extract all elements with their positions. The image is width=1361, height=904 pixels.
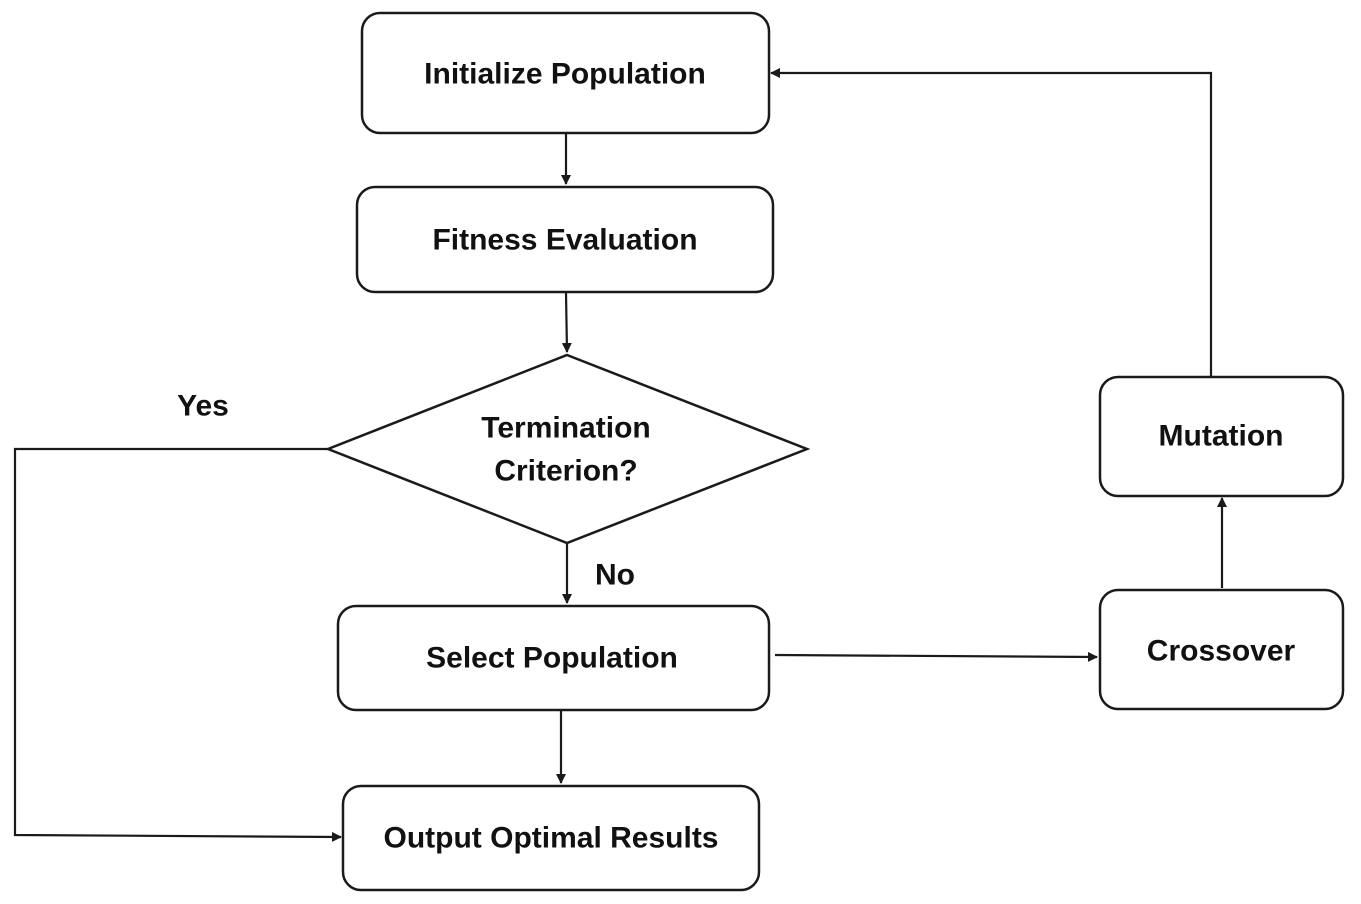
node-crossover-label: Crossover xyxy=(1147,635,1296,668)
node-fitness-evaluation-label: Fitness Evaluation xyxy=(432,224,697,257)
node-output-optimal-results-label: Output Optimal Results xyxy=(383,822,718,855)
node-termination-label-line2: Criterion? xyxy=(494,455,637,488)
node-output-optimal-results: Output Optimal Results xyxy=(341,784,761,892)
node-termination-label-line1: Termination xyxy=(481,412,650,445)
node-crossover: Crossover xyxy=(1098,588,1345,711)
node-mutation: Mutation xyxy=(1098,375,1345,498)
node-initialize-population-label: Initialize Population xyxy=(424,58,706,91)
edge-label-no: No xyxy=(595,559,635,592)
node-initialize-population: Initialize Population xyxy=(360,11,771,135)
edge-label-yes: Yes xyxy=(177,390,229,423)
edge-mutation-to-initialize xyxy=(770,68,1213,376)
node-termination-criterion: Termination Criterion? xyxy=(324,353,811,545)
node-select-population: Select Population xyxy=(336,604,771,712)
node-select-population-label: Select Population xyxy=(426,642,678,675)
edge-select-to-crossover xyxy=(774,651,1098,662)
edge-fitness-to-termination xyxy=(561,292,572,353)
edge-termination-yes-to-output xyxy=(13,447,342,842)
node-fitness-evaluation: Fitness Evaluation xyxy=(355,185,775,294)
node-mutation-label: Mutation xyxy=(1159,420,1284,453)
